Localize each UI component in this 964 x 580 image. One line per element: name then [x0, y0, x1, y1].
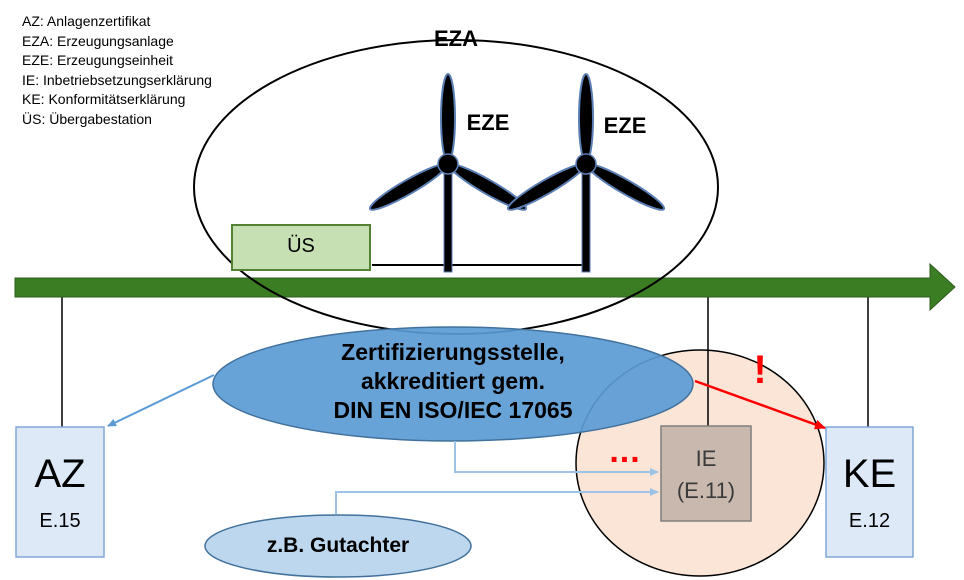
arrow-cert-to-az — [107, 374, 215, 427]
us-box — [231, 224, 371, 271]
ke-box — [825, 426, 914, 558]
ellipsis-mark: ... — [609, 432, 641, 470]
ie-sub: (E.11) — [676, 478, 736, 503]
legend-item-ke: KE: Konformitätserklärung — [22, 91, 186, 108]
legend-item-eze: EZE: Erzeugungseinheit — [22, 52, 173, 69]
gutachter-ellipse — [204, 514, 472, 578]
cert-line-2: akkreditiert gem. — [360, 368, 546, 394]
ke-sub: E.12 — [848, 510, 891, 532]
legend-item-us: ÜS: Übergabestation — [22, 110, 152, 127]
legend: AZ: Anlagenzertifikat EZA: Erzeugungsanl… — [22, 12, 212, 130]
az-sub: E.15 — [39, 510, 81, 532]
legend-item-az: AZ: Anlagenzertifikat — [22, 13, 151, 29]
certification-body-label: Zertifizierungsstelle, akkreditiert gem.… — [253, 338, 653, 425]
wind-turbine-2-icon — [503, 73, 669, 273]
ke-title: KE — [842, 452, 897, 496]
warning-mark: ! — [753, 348, 767, 392]
certification-body-ellipse — [212, 326, 694, 442]
wind-turbine-1-icon — [365, 73, 531, 273]
ie-title: IE — [695, 446, 717, 471]
cert-line-1: Zertifizierungsstelle, — [341, 339, 565, 365]
grid-bus-arrow — [14, 262, 956, 312]
eze-label-1: EZE — [466, 110, 510, 135]
az-title: AZ — [34, 452, 86, 496]
eze-label-2: EZE — [603, 113, 647, 138]
gutachter-label: z.B. Gutachter — [266, 534, 410, 557]
arrow-gutachter-to-ie — [335, 488, 659, 514]
ie-box — [660, 425, 752, 522]
legend-item-ie: IE: Inbetriebsetzungserklärung — [22, 71, 212, 88]
legend-item-eza: EZA: Erzeugungsanlage — [22, 32, 174, 49]
eza-label: EZA — [434, 26, 478, 51]
az-box — [15, 426, 105, 558]
us-label: ÜS — [287, 235, 315, 257]
cert-line-3: DIN EN ISO/IEC 17065 — [333, 397, 573, 423]
arrow-cert-to-ke — [694, 379, 826, 430]
arrow-cert-to-ie — [454, 441, 659, 476]
